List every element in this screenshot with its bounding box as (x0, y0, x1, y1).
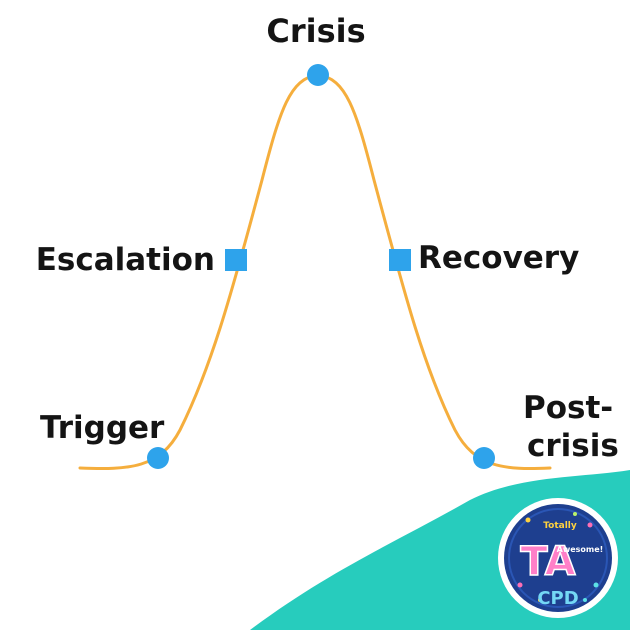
recovery-label: Recovery (418, 240, 579, 276)
logo-letters: TA (520, 539, 575, 585)
post-crisis-label-line1: Post- (523, 390, 613, 426)
trigger-label: Trigger (40, 410, 165, 446)
escalation-marker (225, 249, 247, 271)
post-crisis-label-line2: crisis (527, 428, 619, 464)
crisis-marker (307, 64, 329, 86)
logo-awesome-text: Awesome! (557, 545, 604, 554)
logo-cpd-text: CPD (537, 588, 578, 609)
trigger-marker (147, 447, 169, 469)
escalation-label: Escalation (36, 242, 215, 278)
crisis-label: Crisis (266, 12, 365, 50)
logo-badge: Totally TA Awesome! CPD (498, 498, 618, 618)
recovery-marker (389, 249, 411, 271)
logo-totally-text: Totally (543, 521, 577, 531)
post-crisis-marker (473, 447, 495, 469)
